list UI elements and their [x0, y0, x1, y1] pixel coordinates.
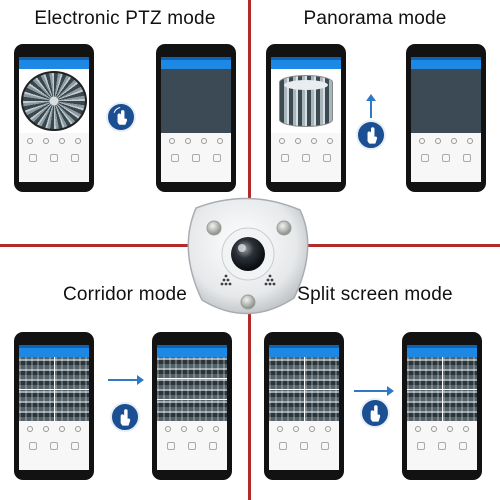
ptz-video [161, 69, 231, 133]
panorama-mode-title: Panorama mode [303, 8, 447, 29]
corridor-mode-title: Corridor mode [62, 284, 188, 305]
corridor-video-split [19, 357, 89, 421]
phone-screen [411, 57, 481, 182]
ptz-phone-before [14, 44, 94, 192]
corridor-video [157, 357, 227, 421]
ptz-mode-title: Electronic PTZ mode [34, 8, 216, 29]
split-phone-before [264, 332, 344, 480]
hand-swipe-icon [360, 398, 390, 428]
panorama-cylinder-video [271, 69, 341, 133]
split-phone-after [402, 332, 482, 480]
split-mode-panel: Split screen mode [250, 250, 500, 500]
panorama-phone-after [406, 44, 486, 192]
split-video-before [269, 357, 339, 421]
phone-screen [269, 345, 339, 470]
panorama-mode-panel: Panorama mode [250, 0, 500, 250]
app-titlebar [19, 60, 89, 69]
hand-swipe-icon [106, 102, 136, 132]
corridor-phone-after [152, 332, 232, 480]
phone-screen [19, 345, 89, 470]
app-titlebar [269, 348, 339, 357]
hand-swipe-icon [110, 402, 140, 432]
ptz-mode-panel: Electronic PTZ mode [0, 0, 250, 250]
phone-screen [271, 57, 341, 182]
arrow-up-icon [366, 94, 376, 118]
phone-screen [157, 345, 227, 470]
split-video-after [407, 357, 477, 421]
arrow-right-icon [354, 386, 394, 396]
app-titlebar [19, 348, 89, 357]
hand-swipe-icon [356, 120, 386, 150]
corridor-mode-panel: Corridor mode [0, 250, 250, 500]
fisheye-video [19, 69, 89, 133]
app-titlebar [157, 348, 227, 357]
split-mode-title: Split screen mode [297, 284, 453, 305]
corridor-phone-before [14, 332, 94, 480]
phone-screen [407, 345, 477, 470]
panorama-video [411, 69, 481, 133]
phone-screen [161, 57, 231, 182]
ptz-phone-after [156, 44, 236, 192]
panorama-phone-before [266, 44, 346, 192]
app-titlebar [411, 60, 481, 69]
arrow-right-icon [108, 375, 144, 385]
app-titlebar [161, 60, 231, 69]
app-titlebar [407, 348, 477, 357]
fisheye-camera-icon [176, 188, 320, 328]
phone-screen [19, 57, 89, 182]
app-titlebar [271, 60, 341, 69]
